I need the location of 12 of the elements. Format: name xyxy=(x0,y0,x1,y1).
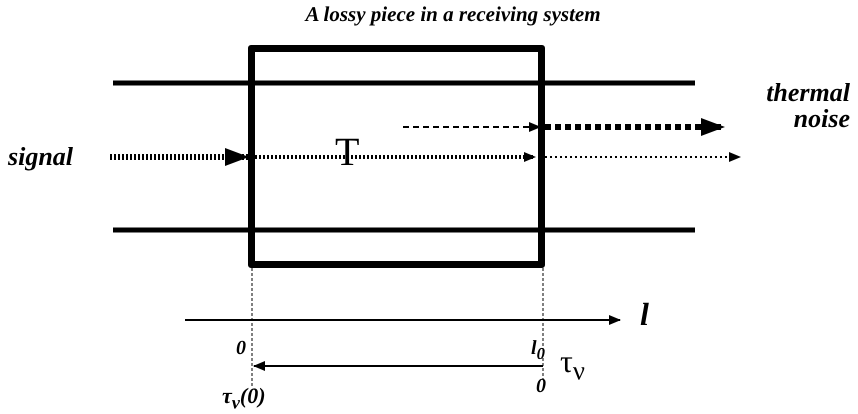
tick-label: 0 xyxy=(536,376,546,396)
thermal-noise-label: thermal noise xyxy=(724,80,850,132)
axis-label: l xyxy=(640,298,649,330)
tick-label: 0 xyxy=(236,338,246,358)
tick-label: τ$_{ν}$(0) xyxy=(222,385,266,412)
arrow xyxy=(110,148,249,166)
lossy-section-box xyxy=(248,45,545,268)
diagram-title: A lossy piece in a receiving system xyxy=(304,4,602,25)
arrow xyxy=(545,152,741,162)
axis-label: τ$_{ν}$ xyxy=(560,345,585,384)
arrow xyxy=(545,118,725,136)
signal-label: signal xyxy=(8,144,74,170)
